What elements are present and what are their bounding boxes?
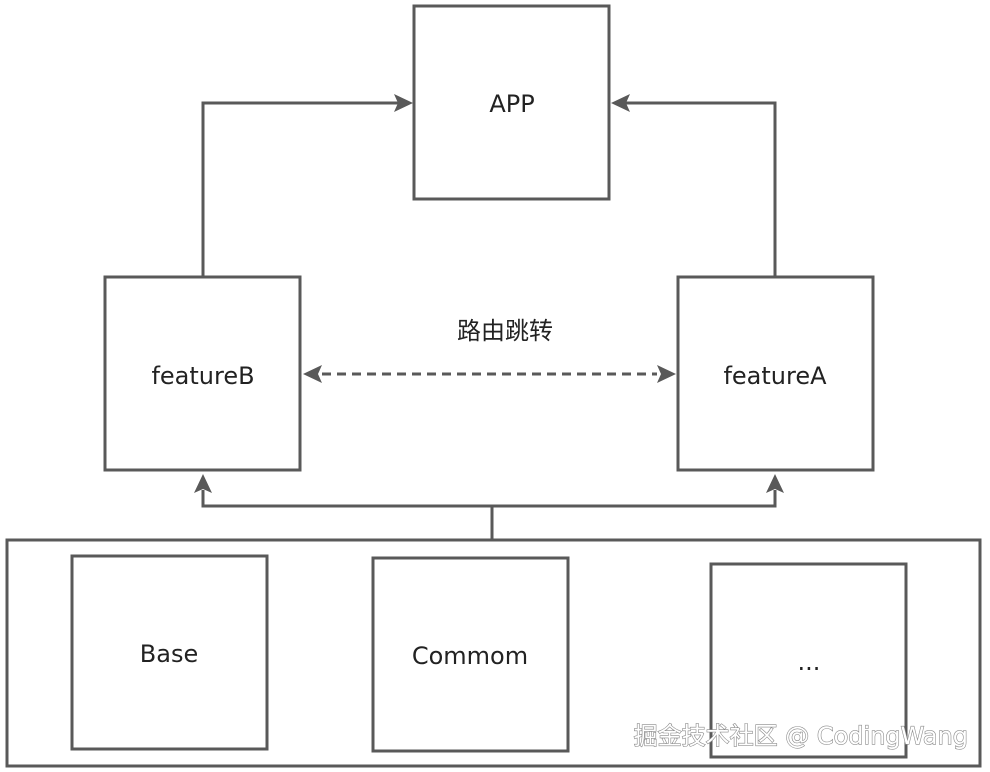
- app-label: APP: [489, 90, 534, 118]
- feature-a-label: featureA: [723, 362, 827, 390]
- arrow-modules-to-features: [194, 474, 784, 540]
- watermark: 掘金技术社区 @ CodingWang: [634, 722, 968, 750]
- feature-a-node: featureA: [676, 275, 875, 472]
- route-label: 路由跳转: [457, 317, 553, 345]
- common-label: Commom: [412, 642, 528, 670]
- arrow-feature-a-to-app: [611, 94, 777, 277]
- route-arrow: [303, 365, 676, 383]
- base-node: Base: [70, 554, 269, 751]
- base-label: Base: [140, 640, 198, 668]
- more-node: ...: [709, 562, 908, 759]
- app-node: APP: [412, 4, 611, 201]
- feature-b-label: featureB: [151, 362, 254, 390]
- feature-b-node: featureB: [103, 275, 302, 472]
- arrow-feature-b-to-app: [201, 94, 413, 277]
- more-label: ...: [798, 648, 821, 676]
- common-node: Commom: [371, 556, 570, 753]
